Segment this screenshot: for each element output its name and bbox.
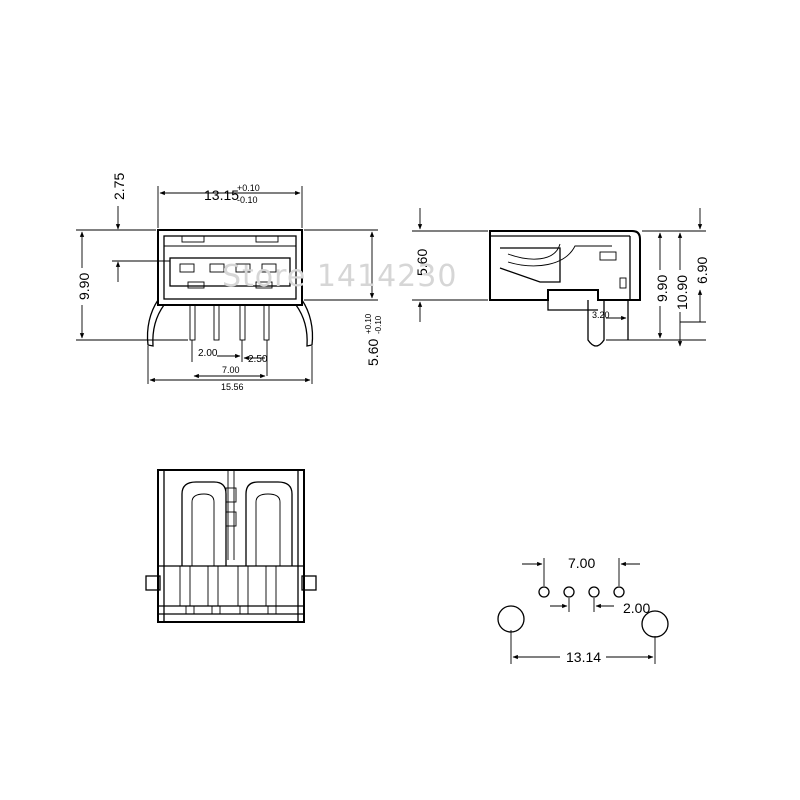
face-right-tab bbox=[301, 575, 317, 591]
front-tongue bbox=[169, 257, 291, 287]
front-width-tol-plus: +0.10 bbox=[237, 183, 260, 193]
footprint-pin-pitch: 2.00 bbox=[623, 600, 650, 616]
footprint-pin-4 bbox=[613, 586, 625, 598]
face-right-spring bbox=[245, 481, 293, 566]
front-pin-pitch-a: 2.00 bbox=[198, 348, 218, 359]
front-top-offset-dim: 2.75 bbox=[111, 173, 127, 200]
side-dim-a: 9.90 bbox=[654, 275, 670, 302]
face-left-spring bbox=[181, 481, 227, 566]
face-left-tab bbox=[145, 575, 161, 591]
footprint-pin-1 bbox=[538, 586, 550, 598]
footprint-mount-left bbox=[497, 605, 525, 633]
front-width-dim: 13.15 bbox=[204, 187, 239, 203]
watermark: Store 1414230 bbox=[222, 259, 457, 294]
footprint-pin-2 bbox=[563, 586, 575, 598]
side-spring-contact bbox=[499, 247, 561, 283]
footprint-pin-span: 7.00 bbox=[568, 555, 595, 571]
front-width-tol-minus: -0.10 bbox=[237, 195, 258, 205]
front-pin-1 bbox=[189, 304, 196, 341]
side-view: 5.60 3.20 9.90 10.90 6.90 bbox=[412, 208, 710, 347]
front-pin-pitch-b: 2.50 bbox=[248, 354, 268, 365]
front-overall-width: 15.56 bbox=[221, 382, 244, 392]
footprint-mount-span: 13.14 bbox=[566, 649, 601, 665]
side-dim-c: 6.90 bbox=[694, 257, 710, 284]
front-pin-4 bbox=[263, 304, 270, 341]
front-left-leg bbox=[146, 299, 165, 347]
front-view: 13.15 +0.10 -0.10 2.75 9.90 5.60 +0.10 -… bbox=[76, 173, 383, 392]
front-right-height-dim: 5.60 bbox=[365, 339, 381, 366]
side-pin-offset: 3.20 bbox=[592, 310, 610, 320]
front-right-height-tol-minus: -0.10 bbox=[374, 315, 383, 334]
side-mount-leg bbox=[587, 300, 605, 347]
footprint-pin-3 bbox=[588, 586, 600, 598]
front-pin-3 bbox=[239, 304, 246, 341]
front-pin-span: 7.00 bbox=[222, 365, 240, 375]
side-left-height-dim: 5.60 bbox=[414, 249, 430, 276]
front-height-dim: 9.90 bbox=[76, 273, 92, 300]
front-pin-2 bbox=[213, 304, 220, 341]
front-right-height-tol-plus: +0.10 bbox=[364, 313, 373, 334]
side-dim-b: 10.90 bbox=[674, 275, 690, 310]
face-housing bbox=[157, 469, 305, 623]
side-body bbox=[489, 230, 641, 301]
front-housing bbox=[157, 229, 303, 306]
front-face-view bbox=[145, 469, 317, 623]
pcb-footprint: 7.00 2.00 13.14 bbox=[497, 555, 669, 665]
front-right-leg bbox=[295, 299, 314, 347]
